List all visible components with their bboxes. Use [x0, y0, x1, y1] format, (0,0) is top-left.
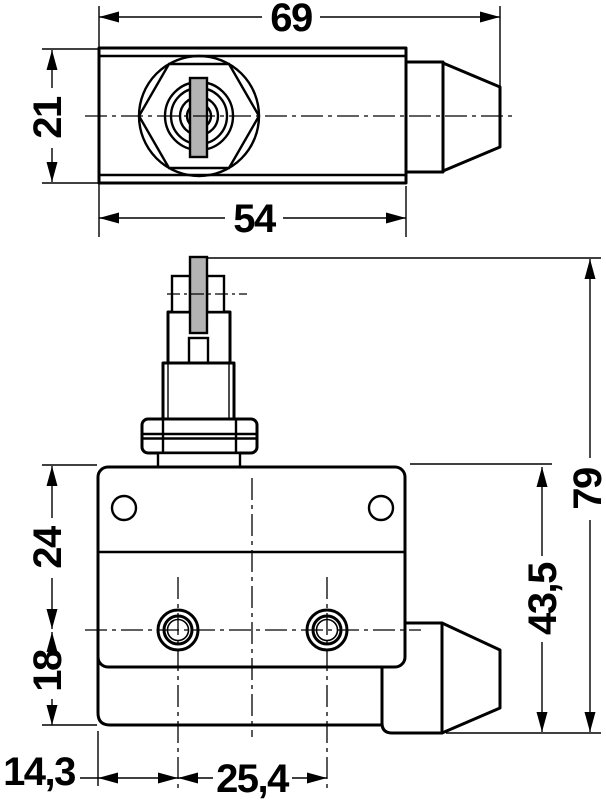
pin-guide-slot: [187, 336, 210, 365]
dim-label-overall-height: 79: [566, 468, 606, 510]
arrowhead: [46, 50, 58, 70]
top-view-body: [97, 46, 408, 185]
top-view-body-edge-lines: [99, 54, 406, 177]
dimension-69: 69: [99, 0, 500, 40]
arrowhead: [307, 772, 327, 784]
plunger-slot-bar: [188, 76, 209, 159]
bushing-facet-lines: [167, 363, 230, 419]
dimension-54: 54: [99, 197, 406, 241]
side-plunger-housing: [380, 621, 444, 735]
flange-base-neck: [156, 451, 242, 469]
front-view-extension-lines: [42, 463, 601, 786]
dimension-21: 21: [26, 50, 70, 182]
flange-facet-lines: [161, 419, 238, 453]
flange-groove-band: [142, 432, 257, 440]
dim-label-overall-width: 69: [270, 0, 312, 40]
dimension-18: 18: [26, 632, 70, 725]
side-plunger-cone-front: [440, 621, 502, 735]
arrowhead: [536, 467, 548, 487]
arrowhead: [46, 466, 58, 486]
top-view-extension-lines: [42, 6, 501, 237]
plunger-bushing: [161, 361, 236, 421]
arrowhead: [178, 772, 198, 784]
front-view: [85, 465, 502, 791]
arrowhead: [386, 212, 406, 224]
arrowhead: [584, 259, 596, 279]
cover-screw-hole-right: [367, 494, 395, 522]
dimension-14-3: 14,3: [3, 750, 178, 794]
dim-label-hole-pitch: 25,4: [216, 757, 290, 800]
arrowhead: [98, 772, 118, 784]
arrowhead: [158, 772, 178, 784]
dimension-25-4: 25,4: [178, 757, 327, 800]
mounting-flange: [140, 417, 259, 455]
arrowhead: [46, 609, 58, 629]
cover-screw-hole-left: [110, 494, 138, 522]
dim-label-top-to-hole-axis: 24: [26, 525, 70, 569]
plunger-pin: [188, 255, 209, 335]
arrowhead: [46, 705, 58, 725]
arrowhead: [99, 212, 119, 224]
arrowhead: [584, 712, 596, 732]
dimensions: 69 54 21 24 18: [3, 0, 606, 800]
side-plunger-neck-top: [404, 60, 445, 174]
side-plunger-cone-top: [441, 61, 502, 173]
arrowhead: [480, 11, 500, 23]
dim-label-body-width: 54: [233, 197, 277, 241]
dimension-24: 24: [26, 466, 70, 629]
dim-label-hole-axis-to-bottom: 18: [26, 649, 70, 692]
dim-label-edge-to-hole: 14,3: [3, 750, 75, 794]
dim-label-height: 21: [26, 96, 70, 139]
arrowhead: [536, 712, 548, 732]
plunger-assembly: [140, 255, 601, 469]
arrowhead: [46, 632, 58, 652]
top-view: [85, 46, 514, 185]
dimension-79: 79: [566, 259, 606, 732]
dim-label-body-height: 43,5: [521, 562, 565, 635]
dimension-43-5: 43,5: [521, 467, 565, 732]
arrowhead: [99, 11, 119, 23]
arrowhead: [46, 162, 58, 182]
